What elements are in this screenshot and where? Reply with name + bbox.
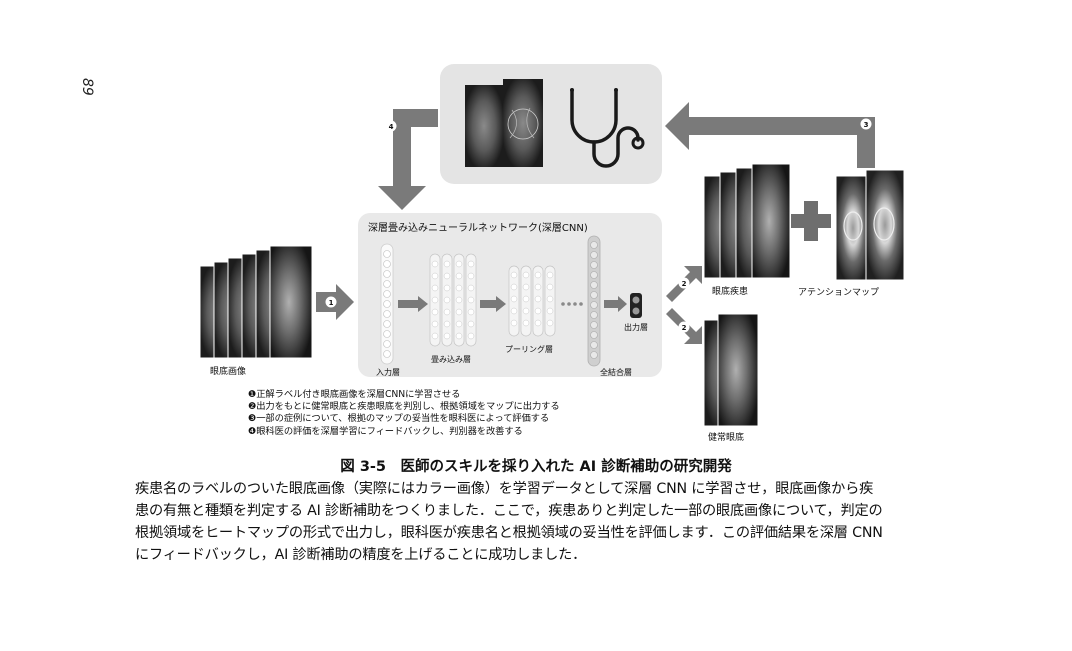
stethoscope-icon <box>570 88 645 168</box>
legend-item-2: ❷出力をもとに健常眼底と疾患眼底を判別し、根拠領域をマップに出力する <box>248 401 560 413</box>
legend-item-3: ❸一部の症例について、根拠のマップの妥当性を眼科医によって評価する <box>248 413 550 425</box>
input-layer <box>380 243 394 365</box>
body-paragraph: 疾患名のラベルのついた眼底画像（実際にはカラー画像）を学習データとして深層 CN… <box>135 478 975 566</box>
pooling-layer-label: プーリング層 <box>505 344 553 354</box>
marker-2b: 2 <box>682 324 687 332</box>
healthy-eye-label: 健常眼底 <box>708 431 744 443</box>
fully-connected-layer <box>587 235 601 367</box>
healthy-fundus-stack <box>703 313 759 427</box>
figure-legend: ❶正解ラベル付き眼底画像を深層CNNに学習させる ❷出力をもとに健常眼底と疾患眼… <box>248 389 668 438</box>
eye-disease-label: 眼底疾患 <box>712 285 748 297</box>
body-line: にフィードバックし，AI 診断補助の精度を上げることに成功しました． <box>135 547 587 563</box>
fc-layer-label: 全結合層 <box>600 367 632 377</box>
attention-map-stack <box>835 169 905 281</box>
output-layer-label: 出力層 <box>624 322 648 332</box>
legend-item-1: ❶正解ラベル付き眼底画像を深層CNNに学習させる <box>248 389 461 400</box>
figure-diagram: 4 3 深層畳み込みニューラルネットワーク(深層CNN) 入力層 <box>199 64 905 443</box>
body-line: 根拠領域をヒートマップの形式で出力し，眼科医が疾患名と根拠領域の妥当性を評価しま… <box>135 525 883 541</box>
legend-item-4: ❹眼科医の評価を深層学習にフィードバックし、判別器を改善する <box>248 425 523 437</box>
evaluation-arrow-3 <box>685 117 875 168</box>
marker-4: 4 <box>389 123 394 131</box>
cnn-title: 深層畳み込みニューラルネットワーク(深層CNN) <box>368 222 588 234</box>
attention-map-label: アテンションマップ <box>798 287 879 298</box>
fundus-images-label: 眼底画像 <box>210 365 246 377</box>
figure-caption: 図 3-5 医師のスキルを採り入れた AI 診断補助の研究開発 <box>340 459 732 475</box>
input-layer-label: 入力層 <box>376 367 400 377</box>
feedback-arrow-4 <box>393 109 438 190</box>
marker-1: 1 <box>329 299 334 307</box>
body-line: 患の有無と種類を判定する AI 診断補助をつくりました．ここで，疾患ありと判定し… <box>135 503 883 519</box>
ellipsis-dots <box>561 302 583 306</box>
conv-layer-label: 畳み込み層 <box>431 355 471 364</box>
disease-fundus-stack <box>703 163 791 279</box>
output-arrow-2-lower: 2 <box>666 308 702 344</box>
body-line: 疾患名のラベルのついた眼底画像（実際にはカラー画像）を学習データとして深層 CN… <box>135 481 874 497</box>
output-layer <box>630 293 642 318</box>
marker-3: 3 <box>864 121 869 129</box>
marker-2a: 2 <box>682 280 687 288</box>
plus-icon <box>791 201 831 241</box>
doctor-fundus-images <box>465 79 543 167</box>
output-arrow-2-upper: 2 <box>666 266 702 302</box>
input-fundus-stack <box>199 245 313 359</box>
